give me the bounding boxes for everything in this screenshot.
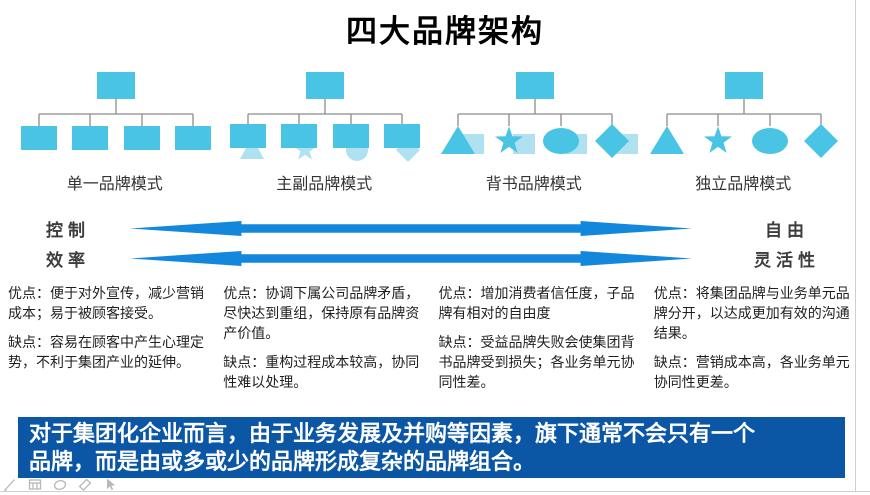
slide-right-edge-line bbox=[855, 0, 856, 492]
spectrum-axes: 控制 自由 效率 灵活性 bbox=[0, 213, 870, 273]
cons-text: 缺点：容易在顾客中产生心理定势，不利于集团产业的延伸。 bbox=[8, 334, 204, 370]
axis-label-left: 控制 bbox=[46, 220, 90, 240]
pros-text: 优点：便于对外宣传，减少营销成本；易于被顾客接受。 bbox=[8, 285, 204, 321]
child-brand-square bbox=[333, 124, 370, 148]
summary-banner: 对于集团化企业而言，由于业务发展及并购等因素，旗下通常不会只有一个品牌，而是由或… bbox=[18, 417, 845, 478]
summary-banner-text: 对于集团化企业而言，由于业务发展及并购等因素，旗下通常不会只有一个品牌，而是由或… bbox=[29, 420, 756, 474]
pros-text: 优点：协调下属公司品牌矛盾，尽快达到重组，保持原有品牌资产价值。 bbox=[223, 285, 420, 341]
child-brand-ellipse bbox=[752, 128, 789, 154]
child-brand-star bbox=[494, 126, 523, 153]
diagram-label: 主副品牌模式 bbox=[276, 176, 373, 193]
child-brand-star bbox=[704, 126, 733, 153]
eraser-icon[interactable] bbox=[78, 477, 92, 491]
diagram-label: 单一品牌模式 bbox=[66, 176, 163, 193]
child-brand-square bbox=[384, 124, 421, 148]
detail-column-independent: 优点：将集团品牌与业务单元品牌分开，以达成更加有效的沟通结果。 缺点：营销成本高… bbox=[654, 283, 856, 401]
diagram-independent-brand: 独立品牌模式 bbox=[639, 70, 849, 194]
diagram-label: 独立品牌模式 bbox=[695, 176, 792, 193]
child-brand-triangle bbox=[440, 126, 475, 154]
page-title: 四大品牌架构 bbox=[346, 14, 544, 49]
child-brand-square bbox=[20, 126, 57, 150]
axis-label-right: 自由 bbox=[765, 220, 809, 240]
detail-column-main-sub: 优点：协调下属公司品牌矛盾，尽快达到重组，保持原有品牌资产价值。 缺点：重构过程… bbox=[223, 283, 425, 401]
double-arrow bbox=[130, 220, 692, 236]
child-brand-square bbox=[123, 126, 160, 150]
org-chart-independent bbox=[650, 72, 839, 158]
parent-brand-box bbox=[306, 72, 345, 99]
child-brand-square bbox=[174, 126, 211, 150]
pros-cons-columns: 优点：便于对外宣传，减少营销成本；易于被顾客接受。 缺点：容易在顾客中产生心理定… bbox=[8, 283, 856, 401]
pencil-icon[interactable] bbox=[3, 477, 17, 491]
child-brand-triangle bbox=[650, 126, 685, 154]
child-brand-square bbox=[281, 124, 318, 148]
cons-text: 缺点：营销成本高，各业务单元协同性更差。 bbox=[653, 354, 850, 390]
axis-row-efficiency-flexibility: 效率 灵活性 bbox=[0, 243, 870, 273]
axis-label-right: 灵活性 bbox=[754, 250, 820, 270]
org-chart-main-sub bbox=[230, 72, 421, 162]
org-chart-endorsed bbox=[440, 72, 638, 158]
child-brand-ellipse bbox=[542, 128, 579, 154]
parent-brand-box bbox=[96, 72, 135, 99]
cons-text: 缺点：重构过程成本较高，协同性难以处理。 bbox=[223, 354, 420, 390]
viewer-bottom-divider bbox=[0, 491, 870, 492]
child-brand-diamond bbox=[804, 124, 839, 158]
cursor-arrow-icon[interactable] bbox=[103, 477, 117, 491]
diagram-endorsed-brand: 背书品牌模式 bbox=[429, 70, 639, 194]
pros-text: 优点：增加消费者信任度，子品牌有相对的自由度 bbox=[438, 285, 635, 321]
child-brand-square bbox=[71, 126, 108, 150]
annotation-toolbar bbox=[3, 477, 117, 491]
detail-column-single: 优点：便于对外宣传，减少营销成本；易于被顾客接受。 缺点：容易在顾客中产生心理定… bbox=[8, 283, 210, 401]
brand-model-diagrams: 单一品牌模式 主副品牌模式 bbox=[10, 70, 848, 194]
ellipse-tool-icon[interactable] bbox=[53, 477, 67, 491]
axis-label-left: 效率 bbox=[46, 250, 90, 270]
cons-text: 缺点：受益品牌失败会使集团背书品牌受到损失；各业务单元协同性差。 bbox=[438, 334, 635, 390]
diagram-label: 背书品牌模式 bbox=[485, 176, 582, 193]
diagram-main-sub-brand: 主副品牌模式 bbox=[220, 70, 430, 194]
faded-star bbox=[293, 138, 317, 160]
diagram-single-brand: 单一品牌模式 bbox=[10, 70, 220, 194]
child-brand-diamond bbox=[594, 124, 629, 158]
parent-brand-box bbox=[515, 72, 554, 99]
slideshow-grid-icon[interactable] bbox=[28, 477, 42, 491]
org-chart-single bbox=[20, 72, 211, 150]
child-brand-square bbox=[230, 124, 267, 148]
axis-row-control-freedom: 控制 自由 bbox=[0, 213, 870, 243]
pros-text: 优点：将集团品牌与业务单元品牌分开，以达成更加有效的沟通结果。 bbox=[653, 285, 850, 341]
parent-brand-box bbox=[725, 72, 764, 99]
double-arrow bbox=[130, 250, 692, 266]
detail-column-endorsed: 优点：增加消费者信任度，子品牌有相对的自由度 缺点：受益品牌失败会使集团背书品牌… bbox=[439, 283, 641, 401]
